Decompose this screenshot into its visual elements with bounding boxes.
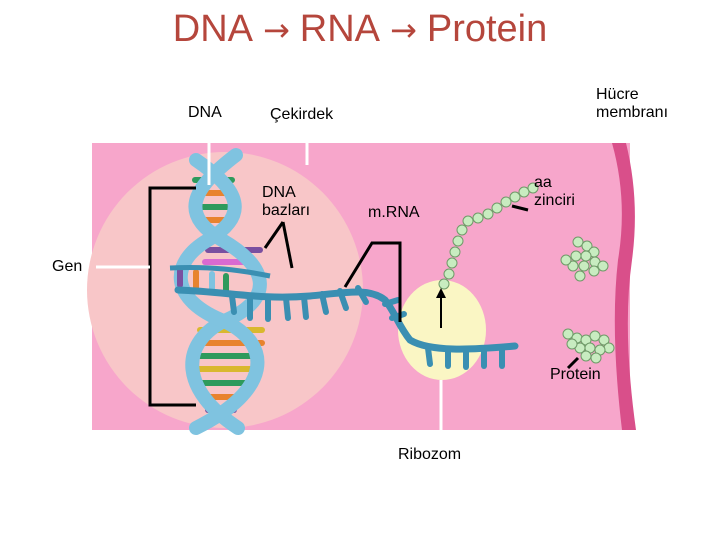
arrow-up-icon [436,288,446,328]
arrow-right-icon: → [262,11,290,49]
diagram-title: DNA→RNA→Protein [0,8,720,51]
label-ribosome: Ribozom [398,446,462,463]
pointer-lines [96,130,634,435]
title-protein: Protein [426,8,548,50]
label-mrna: m.RNA [368,204,420,221]
mrna-pointer [343,241,402,322]
title-rna: RNA [299,8,381,50]
title-dna: DNA [172,8,253,50]
folded-protein-1 [560,236,609,282]
folded-protein-2 [562,328,615,364]
label-aa-chain: aa zinciri [534,174,575,209]
label-dna-bases: DNA bazları [262,184,311,219]
label-nucleus: Çekirdek [270,106,334,123]
amino-acid-chain [438,182,539,290]
cell-membrane [612,143,636,430]
label-protein: Protein [550,366,601,383]
protein-pointer [566,356,580,370]
arrow-right-icon: → [390,11,417,49]
label-dna: DNA [188,104,222,121]
label-cell-membrane: Hücre membranı [596,86,669,121]
dna-bases-pointer [263,221,285,249]
mrna-strand [174,285,519,370]
gene-bracket [148,186,196,407]
label-gene: Gen [52,258,83,275]
aa-chain-pointer [511,204,529,212]
